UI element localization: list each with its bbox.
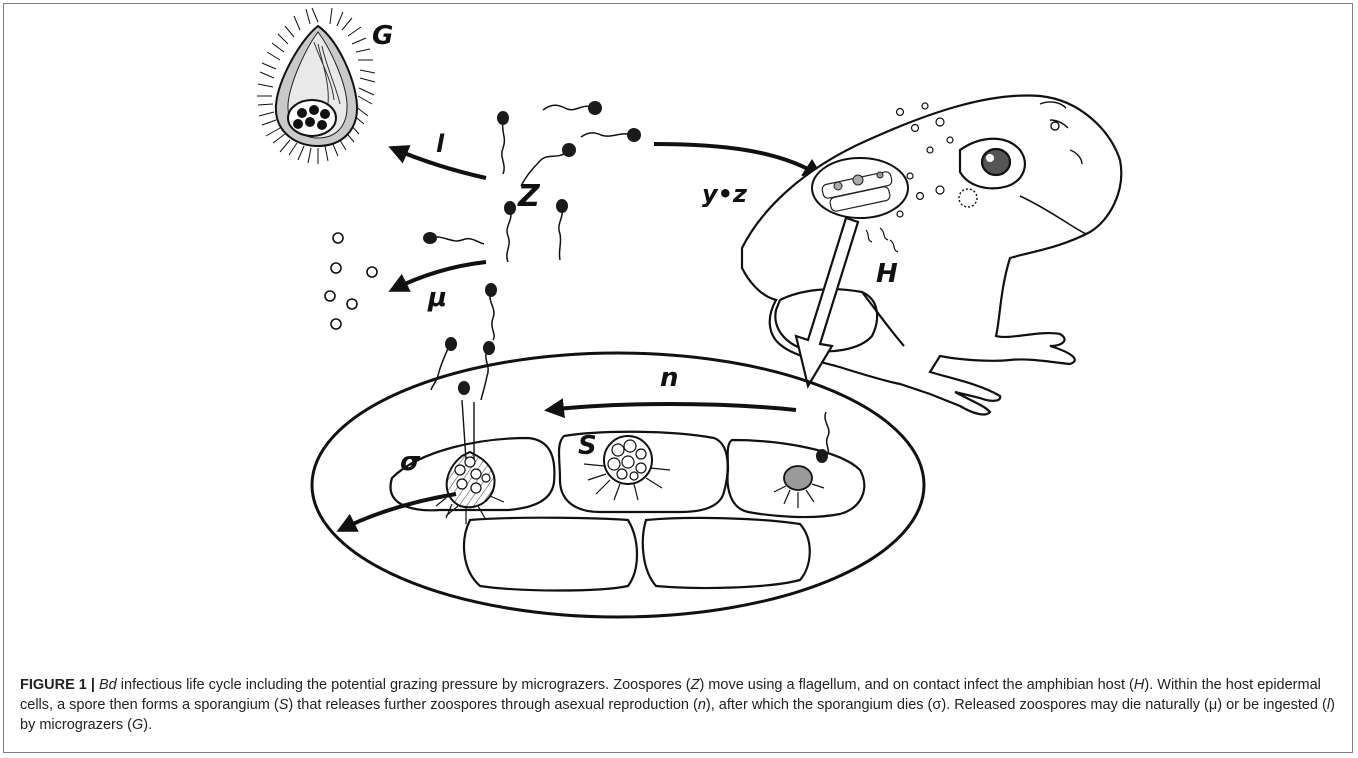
caption-segment: ) move using a flagellum, and on contact… [699,677,1133,693]
caption-segment: H [1134,677,1144,693]
dead-zoospores [325,233,377,329]
skin-magnifier [812,158,908,218]
figure-caption: FIGURE 1 | Bd infectious life cycle incl… [20,675,1340,735]
zoospores [431,105,631,400]
caption-segment: ). [143,717,152,733]
life-cycle-diagram: G l Z y•z μ [0,0,1358,650]
caption-segment: ) that releases further zoospores throug… [288,697,697,713]
arrow-infection [654,144,820,176]
label-mu: μ [427,283,447,313]
caption-segment: ), after which the sporangium dies (σ). … [706,697,1327,713]
caption-text: Bd infectious life cycle including the p… [20,677,1335,733]
label-n: n [660,363,679,393]
label-G: G [372,21,393,51]
label-S: S [578,431,597,461]
label-l: l [436,130,445,158]
figure-label: FIGURE 1 | [20,677,95,693]
label-yz: y•z [702,180,748,208]
label-Z: Z [517,179,541,214]
caption-segment: S [279,697,289,713]
arrow-reproduction [548,404,796,410]
label-sigma: σ [400,447,421,477]
label-H: H [876,259,898,289]
caption-segment: n [698,697,706,713]
amphibian-host [742,95,1121,414]
caption-segment: G [132,717,143,733]
caption-segment: Bd [99,677,117,693]
caption-segment: infectious life cycle including the pote… [117,677,691,693]
zoospore-bodies [423,101,641,355]
micrograzer-cell [257,8,375,164]
